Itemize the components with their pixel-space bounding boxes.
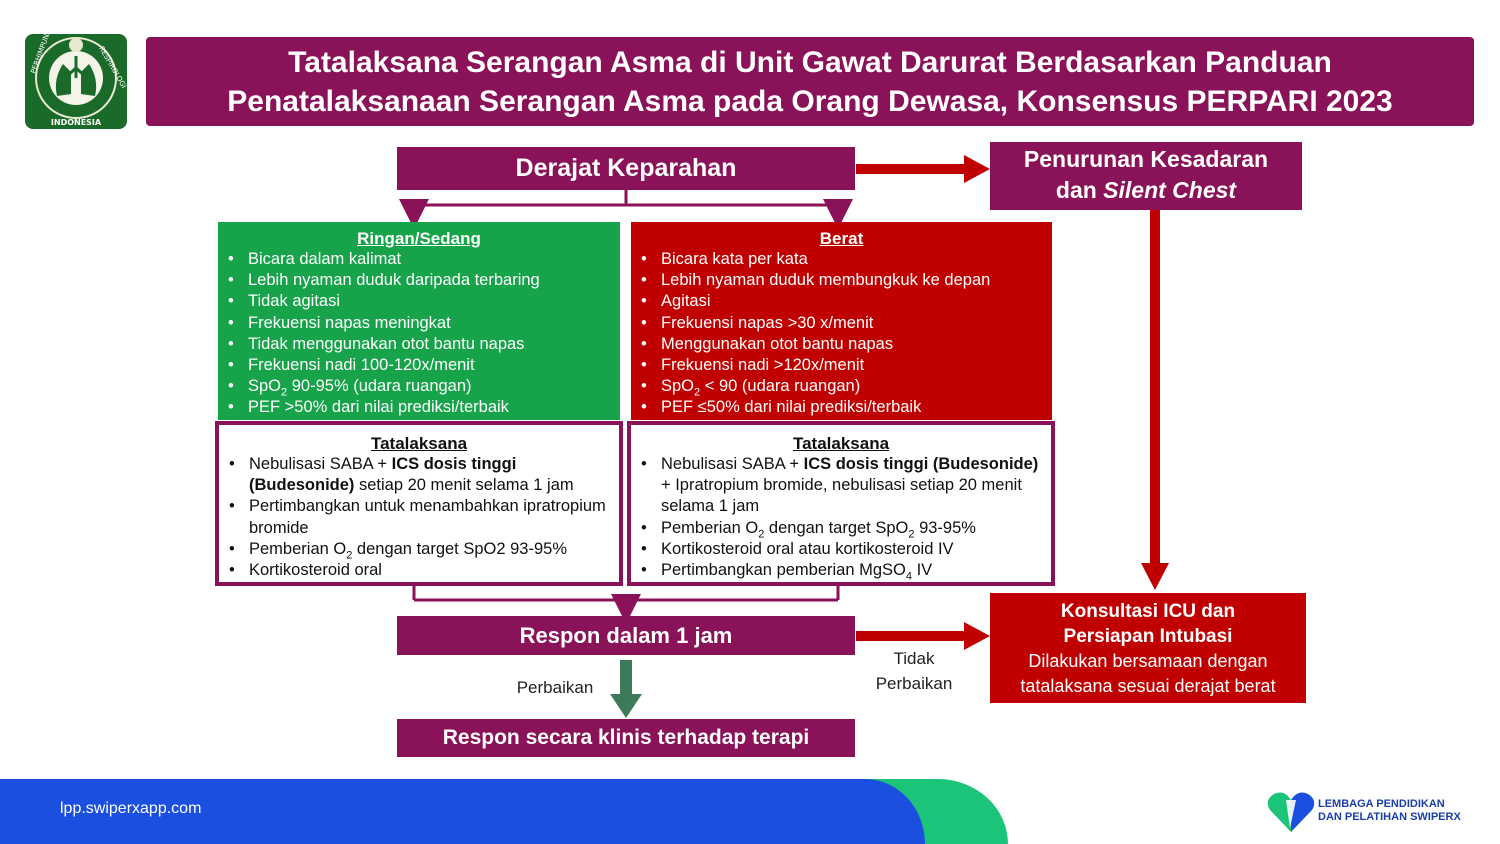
list-item: Lebih nyaman duduk daripada terbaring [228, 270, 620, 291]
arrow-shaft-to-icu [1150, 210, 1160, 565]
list-item: SpO2 < 90 (udara ruangan) [641, 376, 1052, 399]
mild-treatment-title: Tatalaksana [370, 434, 468, 453]
mild-tx-item1-rest: setiap 20 menit selama 1 jam [354, 476, 574, 495]
mild-tx-item3-rest: dengan target SpO2 93-95% [352, 539, 567, 558]
list-item: Nebulisasi SABA + ICS dosis tinggi (Bude… [229, 454, 619, 496]
mild-spo2-prefix: SpO [248, 377, 282, 396]
severe-tx-item2-sub2: 2 [908, 527, 915, 540]
severe-tx-item4-prefix: Pertimbangkan pemberian MgSO [661, 561, 906, 580]
mild-tx-item1-plain: Nebulisasi SABA + [249, 455, 392, 473]
consciousness-box: Penurunan Kesadaran dan Silent Chest [990, 142, 1302, 210]
severe-tx-item4-rest: IV [912, 561, 933, 580]
icu-box: Konsultasi ICU dan Persiapan Intubasi Di… [990, 593, 1306, 703]
severe-spo2-sub: 2 [694, 386, 701, 399]
consciousness-line-2: dan Silent Chest [990, 175, 1302, 206]
footer-blue-band [0, 779, 925, 844]
list-item: PEF >50% dari nilai prediksi/terbaik [228, 397, 620, 418]
icu-line-3: Dilakukan bersamaan dengan [1028, 651, 1268, 671]
consciousness-line-2-italic: Silent Chest [1103, 177, 1237, 203]
response-box: Respon dalam 1 jam [397, 616, 855, 655]
severe-tx-item2-rest: 93-95% [914, 518, 976, 537]
severe-treatment-title: Tatalaksana [792, 434, 890, 453]
no-improvement-line-2: Perbaikan [875, 674, 953, 693]
arrow-shaft-no-improvement [856, 631, 966, 641]
severe-spo2-rest: < 90 (udara ruangan) [700, 377, 861, 396]
severe-treatment-box: Tatalaksana Nebulisasi SABA + ICS dosis … [627, 421, 1055, 586]
list-item: Bicara kata per kata [641, 249, 1052, 270]
footer-url[interactable]: lpp.swiperxapp.com [60, 800, 202, 817]
icu-line-2: Persiapan Intubasi [1063, 626, 1233, 647]
list-item: SpO2 90-95% (udara ruangan) [228, 376, 620, 399]
no-improvement-label: Tidak Perbaikan [862, 646, 966, 696]
icu-line-4: tatalaksana sesuai derajat berat [1020, 676, 1276, 696]
footer-brand-line-2: DAN PELATIHAN SWIPERX [1318, 811, 1461, 823]
list-item: Menggunakan otot bantu napas [641, 334, 1052, 355]
list-item: Frekuensi nadi >120x/menit [641, 355, 1052, 376]
severe-spo2-prefix: SpO [661, 377, 695, 396]
no-improvement-line-1: Tidak [893, 649, 935, 668]
mild-severity-box: Ringan/Sedang Bicara dalam kalimat Lebih… [218, 222, 620, 420]
severe-tx-item2-sub: 2 [758, 527, 765, 540]
list-item: Frekuensi napas meningkat [228, 313, 620, 334]
mild-spo2-sub: 2 [281, 386, 288, 399]
severe-tx-item4-sub: 4 [905, 570, 912, 583]
arrow-head-to-icu [1141, 563, 1169, 590]
severe-tx-item2-mid: dengan target SpO [764, 518, 909, 537]
list-item: Pertimbangkan untuk menambahkan ipratrop… [229, 496, 619, 538]
mild-spo2-rest: 90-95% (udara ruangan) [287, 377, 472, 396]
list-item: Pemberian O2 dengan target SpO2 93-95% [229, 539, 619, 562]
mild-tx-item1-bold: ICS dosis tinggi [391, 455, 517, 473]
footer-brand: LEMBAGA PENDIDIKAN DAN PELATIHAN SWIPERX [1318, 798, 1461, 824]
improvement-label: Perbaikan [516, 678, 594, 697]
mild-treatment-box: Tatalaksana Nebulisasi SABA + ICS dosis … [215, 421, 623, 586]
final-response-box: Respon secara klinis terhadap terapi [397, 719, 855, 757]
list-item: Tidak agitasi [228, 291, 620, 312]
list-item: Frekuensi nadi 100-120x/menit [228, 355, 620, 376]
severe-tx-item1-plain: Nebulisasi SABA + [661, 455, 804, 473]
list-item: Kortikosteroid oral [229, 560, 619, 581]
mild-severity-title: Ringan/Sedang [357, 229, 481, 248]
list-item: Pemberian O2 dengan target SpO2 93-95% [641, 518, 1051, 540]
list-item: Tidak menggunakan otot bantu napas [228, 334, 620, 355]
severe-treatment-list: Nebulisasi SABA + ICS dosis tinggi (Bude… [631, 454, 1051, 583]
mild-treatment-list: Nebulisasi SABA + ICS dosis tinggi (Bude… [219, 454, 619, 581]
perpari-logo: PERHIMPUNAN RESPIROLOGI INDONESIA [25, 24, 128, 129]
severe-tx-item1-rest: + Ipratropium bromide, nebulisasi setiap… [661, 476, 1022, 516]
list-item: Frekuensi napas >30 x/menit [641, 313, 1052, 334]
severe-tx-item2-prefix: Pemberian O [661, 518, 759, 537]
title-line-2: Penatalaksanaan Serangan Asma pada Orang… [227, 85, 1393, 118]
severe-criteria-list: Bicara kata per kata Lebih nyaman duduk … [631, 249, 1052, 419]
arrow-shaft-improvement [620, 660, 632, 696]
list-item: Agitasi [641, 291, 1052, 312]
mild-criteria-list: Bicara dalam kalimat Lebih nyaman duduk … [218, 249, 620, 419]
footer-brand-line-1: LEMBAGA PENDIDIKAN [1318, 798, 1445, 810]
list-item: Bicara dalam kalimat [228, 249, 620, 270]
mild-tx-item1-bold2: (Budesonide) [249, 476, 355, 495]
mild-tx-item3-sub: 2 [346, 549, 353, 562]
logo-text-bottom: INDONESIA [51, 118, 102, 127]
arrow-head-to-consciousness [964, 155, 990, 183]
severe-severity-title: Berat [819, 229, 864, 248]
consciousness-line-1: Penurunan Kesadaran [1023, 146, 1269, 172]
list-item: Nebulisasi SABA + ICS dosis tinggi (Bude… [641, 454, 1051, 518]
lungs-seal-icon: PERHIMPUNAN RESPIROLOGI INDONESIA [29, 24, 127, 127]
arrow-head-improvement [610, 694, 642, 718]
list-item: Pertimbangkan pemberian MgSO4 IV [641, 560, 1051, 583]
severe-tx-item1-bold2: (Budesonide) [932, 455, 1039, 473]
severe-severity-box: Berat Bicara kata per kata Lebih nyaman … [631, 222, 1052, 420]
list-item: Kortikosteroid oral atau kortikosteroid … [641, 539, 1051, 560]
severity-header: Derajat Keparahan [397, 147, 855, 190]
title-line-1: Tatalaksana Serangan Asma di Unit Gawat … [288, 46, 1332, 79]
page-title: Tatalaksana Serangan Asma di Unit Gawat … [146, 37, 1474, 126]
list-item: PEF ≤50% dari nilai prediksi/terbaik [641, 397, 1052, 418]
icu-line-1: Konsultasi ICU dan [1060, 601, 1236, 622]
consciousness-line-2-prefix: dan [1055, 177, 1097, 203]
arrow-head-no-improvement [964, 622, 990, 650]
severe-tx-item1-bold: ICS dosis tinggi [803, 455, 929, 473]
list-item: Lebih nyaman duduk membungkuk ke depan [641, 270, 1052, 291]
swiperx-heart-icon [1266, 790, 1322, 834]
arrow-shaft-to-consciousness [856, 164, 966, 174]
mild-tx-item3-prefix: Pemberian O [249, 539, 347, 558]
